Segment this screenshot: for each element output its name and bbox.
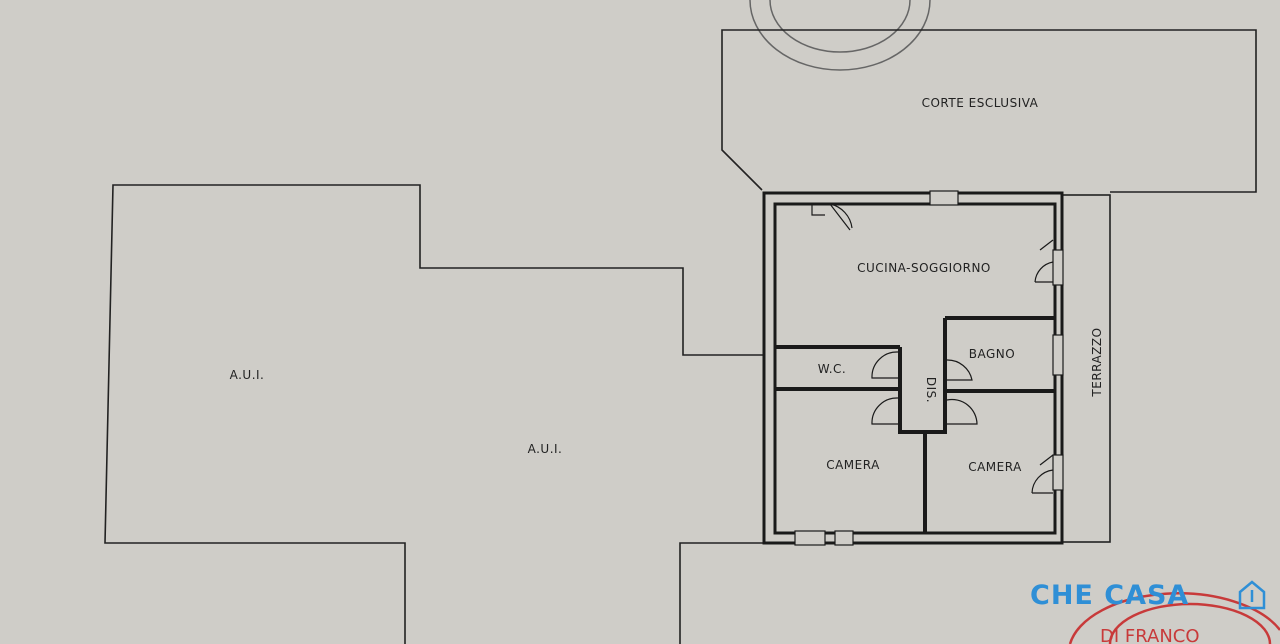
house-outer-wall	[762, 191, 1064, 545]
room-label-dis: DIS.	[924, 377, 938, 403]
house-logo-icon	[1238, 580, 1266, 610]
room-label-corte: CORTE ESCLUSIVA	[922, 96, 1039, 110]
room-label-aui-1: A.U.I.	[230, 368, 265, 382]
doors	[811, 203, 1054, 494]
top-stamp	[749, 0, 931, 71]
stamp-text: DI FRANCO	[1100, 626, 1200, 644]
room-label-wc: W.C.	[818, 362, 847, 376]
room-label-cucina: CUCINA-SOGGIORNO	[857, 261, 991, 275]
windows	[794, 190, 1064, 546]
room-label-camera-1: CAMERA	[826, 458, 880, 472]
room-label-camera-2: CAMERA	[968, 460, 1022, 474]
interior-walls	[775, 316, 1055, 533]
che-casa-logo: CHE CASA	[1030, 580, 1190, 611]
franco-stamp	[1068, 592, 1280, 644]
aui-outline	[104, 184, 765, 644]
aui-outline-bottom	[679, 542, 765, 644]
room-label-bagno: BAGNO	[969, 347, 1015, 361]
room-label-terrazzo: TERRAZZO	[1090, 327, 1104, 397]
room-label-aui-2: A.U.I.	[528, 442, 563, 456]
corte-outline	[721, 29, 1257, 193]
